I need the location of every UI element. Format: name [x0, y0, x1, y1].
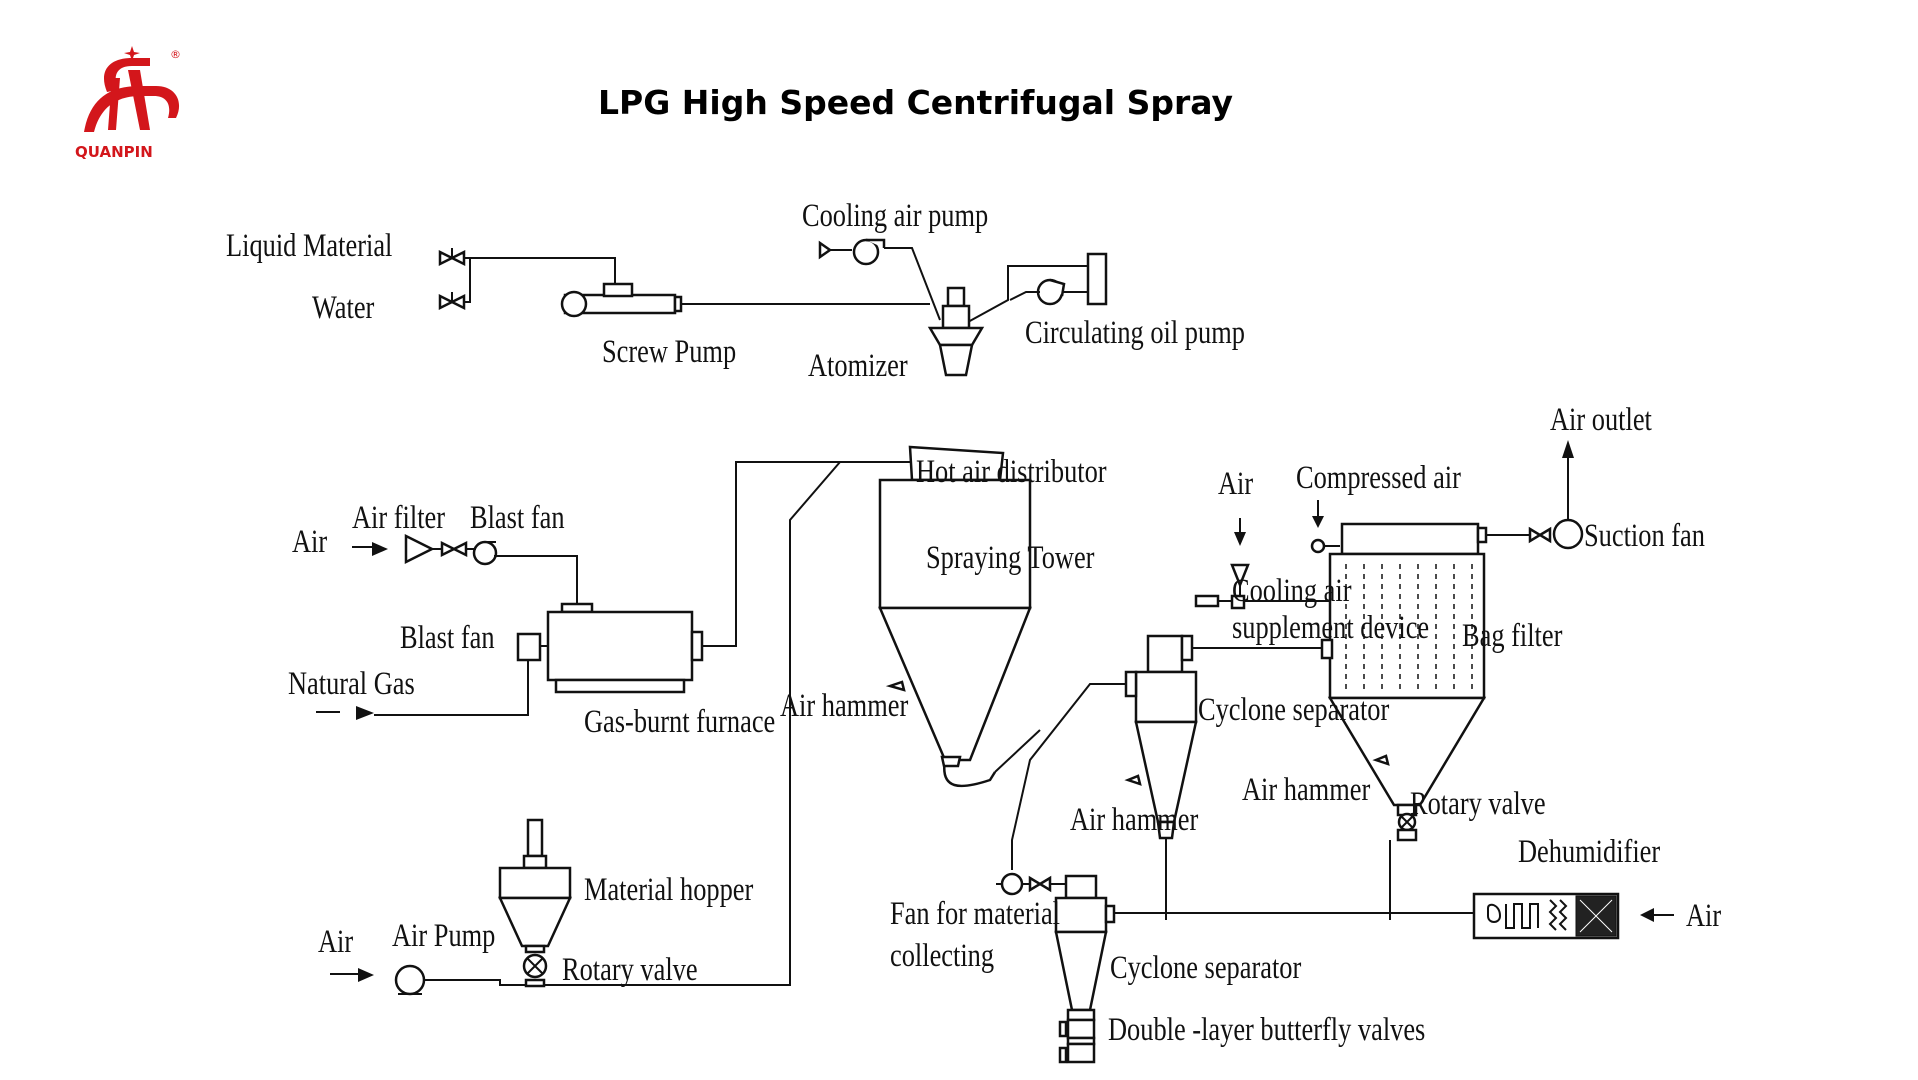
label-cooling-air-supplement-1: Cooling air	[1232, 572, 1352, 608]
collecting-fan-unit	[996, 872, 1066, 896]
label-air-hammer-2: Air hammer	[1242, 771, 1370, 807]
label-atomizer: Atomizer	[808, 347, 908, 383]
label-blast-fan-1: Blast fan	[470, 499, 565, 535]
label-rotary-valve-1: Rotary valve	[1410, 785, 1546, 821]
label-air-hammer-1: Air hammer	[780, 687, 908, 723]
page-title: LPG High Speed Centrifugal Spray	[598, 83, 1233, 122]
double-layer-butterfly-valves	[1058, 1018, 1096, 1064]
rotary-valve-1	[1396, 803, 1418, 842]
cyclone-separator-1	[994, 634, 1330, 920]
label-suction-fan: Suction fan	[1584, 517, 1705, 553]
material-hopper-unit	[498, 818, 572, 988]
heating-section	[316, 461, 840, 720]
air-arrow-3	[330, 968, 374, 982]
label-liquid-material: Liquid Material	[226, 227, 392, 263]
screw-pump	[560, 282, 683, 318]
label-air-outlet: Air outlet	[1550, 401, 1653, 437]
natural-gas-arrow	[316, 706, 374, 720]
label-air-hammer-3: Air hammer	[1070, 801, 1198, 837]
label-circulating-oil-pump: Circulating oil pump	[1025, 314, 1245, 350]
label-air-1: Air	[292, 523, 327, 559]
blast-fan-1	[466, 540, 498, 566]
registered-mark: ®	[170, 48, 181, 61]
suction-fan-unit	[1486, 440, 1584, 550]
label-double-layer-butterfly-valves: Double -layer butterfly valves	[1108, 1011, 1425, 1047]
label-fan-material-collecting-2: collecting	[890, 937, 994, 973]
label-water: Water	[312, 289, 374, 325]
label-compressed-air: Compressed air	[1296, 459, 1461, 495]
atomizer-unit	[927, 286, 985, 377]
label-natural-gas: Natural Gas	[288, 665, 415, 701]
air-arrow-4	[1640, 908, 1674, 922]
label-air-2: Air	[1218, 465, 1253, 501]
label-air-4: Air	[1686, 897, 1721, 933]
spraying-tower-unit	[560, 445, 1032, 986]
dehumidifier-unit	[1472, 892, 1674, 940]
label-cyclone-separator-1: Cyclone separator	[1198, 691, 1389, 727]
label-fan-material-collecting-1: Fan for material	[890, 895, 1060, 931]
label-cyclone-separator-2: Cyclone separator	[1110, 949, 1301, 985]
label-air-filter: Air filter	[352, 499, 445, 535]
air-arrow-1	[352, 542, 388, 556]
label-dehumidifier: Dehumidifier	[1518, 833, 1660, 869]
label-hot-air-distributor: Hot air distributor	[916, 453, 1107, 489]
label-bag-filter: Bag filter	[1462, 617, 1562, 653]
label-rotary-valve-2: Rotary valve	[562, 951, 698, 987]
quanpin-logo: ® QUANPIN	[75, 46, 181, 161]
label-cooling-air-pump: Cooling air pump	[802, 197, 988, 233]
liquid-material-valve	[438, 248, 466, 267]
brand-name: QUANPIN	[75, 143, 153, 161]
label-gas-burnt-furnace: Gas-burnt furnace	[584, 703, 775, 739]
label-blast-fan-2: Blast fan	[400, 619, 495, 655]
air-filter	[404, 533, 468, 565]
diagram-labels: Liquid Material Water Screw Pump Cooling…	[226, 197, 1721, 1047]
cyclone-separator-2	[1054, 874, 1116, 1064]
water-valve	[438, 292, 466, 311]
bag-filter-unit	[1320, 522, 1488, 920]
air-pump-unit	[330, 964, 526, 996]
cooling-air-pump	[818, 238, 886, 266]
feed-section	[438, 238, 1108, 377]
compressed-air-arrow	[1312, 500, 1324, 528]
gas-burnt-furnace-unit	[516, 602, 704, 694]
label-screw-pump: Screw Pump	[602, 333, 736, 369]
air-outlet-arrow	[1562, 440, 1574, 458]
circulating-oil-pump	[1036, 252, 1108, 306]
label-material-hopper: Material hopper	[584, 871, 753, 907]
label-cooling-air-supplement-2: supplement device	[1232, 609, 1429, 645]
label-air-3: Air	[318, 923, 353, 959]
label-spraying-tower: Spraying Tower	[926, 539, 1095, 575]
cooling-air-supplement	[1194, 500, 1340, 610]
label-air-pump: Air Pump	[392, 917, 495, 953]
